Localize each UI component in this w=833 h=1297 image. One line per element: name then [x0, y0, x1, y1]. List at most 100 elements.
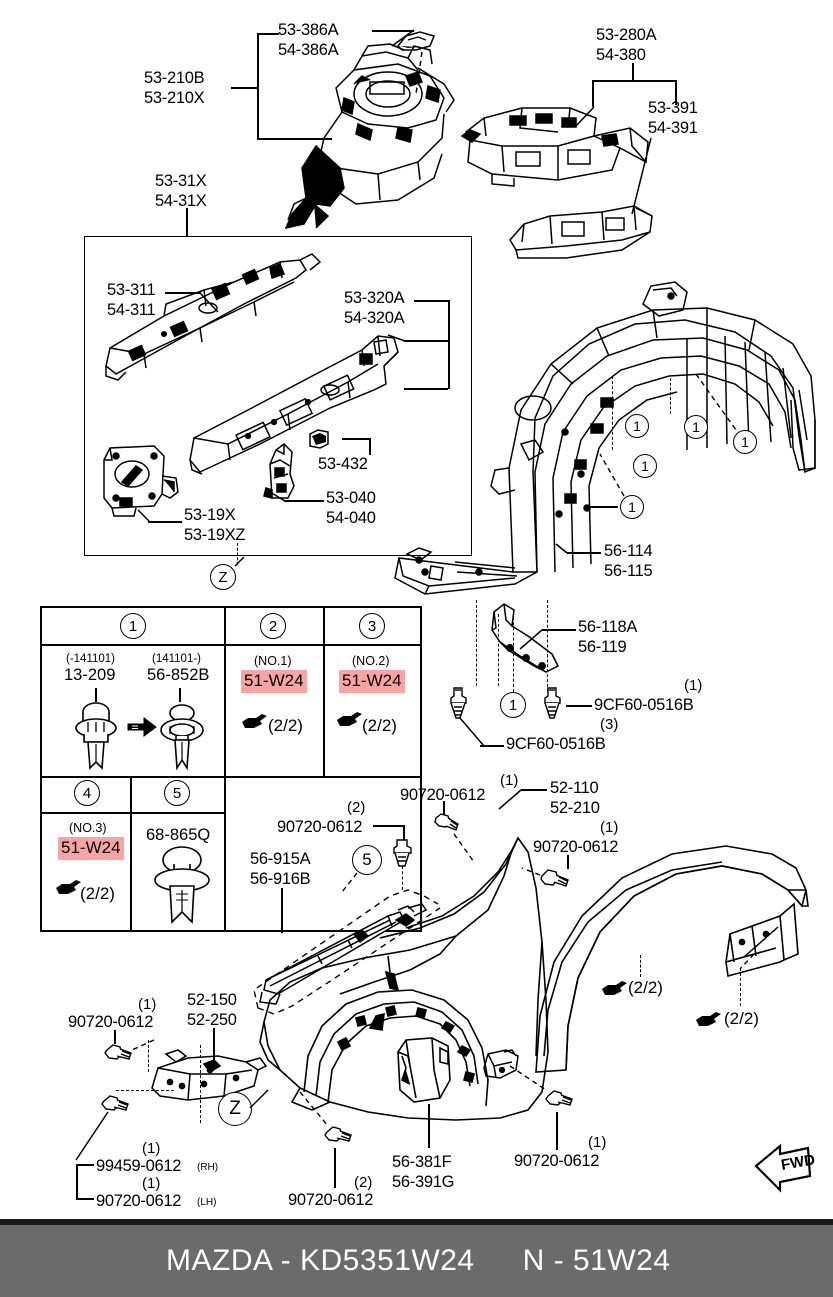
fender-liner-artwork [394, 281, 816, 595]
bracket-vertical [257, 33, 259, 140]
legend-qty-4: (2/2) [80, 884, 115, 903]
fastener-dashed-line [476, 600, 477, 686]
legend-part-5: 68-865Q [146, 826, 211, 844]
leader-line [567, 855, 569, 869]
table-rule [224, 608, 226, 776]
section-marker-z-2: Z [218, 1092, 252, 1126]
table-rule [224, 776, 226, 930]
callout-1: 1 [500, 692, 526, 718]
label-line-2: 56-119 [578, 638, 627, 656]
label-53-210B: 53-210B 53-210X [144, 68, 205, 108]
leader-line [165, 292, 201, 294]
label-line-1: 53-31X [155, 172, 207, 190]
section-marker-label: Z [218, 568, 228, 586]
callout-dashed-line [694, 372, 740, 434]
splash-bracket-artwork [491, 603, 560, 673]
legend-part-3: 51-W24 [339, 670, 405, 693]
fastener-dashed-line [498, 614, 499, 686]
bolt-icon [540, 869, 569, 887]
bracket-right [448, 300, 450, 389]
legend-date-new: (141101-) [152, 653, 202, 665]
label-53-391: 53-391 54-391 [648, 98, 698, 138]
footer-diagram-code: N - 51W24 [522, 1244, 671, 1277]
fastener-qty: (2) [354, 1174, 373, 1191]
fastener-note-lh: (LH) [197, 1197, 217, 1208]
bracket-part-53-432 [306, 428, 334, 450]
legend-part-4: 51-W24 [58, 837, 124, 860]
crossmember-lower-artwork [509, 205, 653, 259]
leader-line [742, 925, 782, 959]
section-dashed-line [200, 1045, 201, 1123]
label-line-1: 56-915A [250, 850, 311, 868]
label-line-2: 53-210X [144, 89, 205, 107]
label-line-2: 54-386A [278, 41, 339, 59]
label-line-1: 53-432 [318, 455, 368, 473]
leader-line [566, 705, 592, 707]
label-line-1: 53-311 [107, 281, 156, 299]
callout-1: 1 [733, 430, 757, 454]
hand-pointing-icon [602, 981, 627, 995]
leader-line [518, 629, 544, 651]
label-line-2: 56-916B [250, 870, 311, 888]
fastener-90720-0612-e: 90720-0612 [288, 1191, 374, 1209]
callout-leader [588, 506, 618, 508]
bolt-icon [450, 687, 467, 719]
replacement-arrow-icon [127, 717, 157, 737]
label-53-31X: 53-31X 54-31X [155, 171, 207, 211]
leader-line [373, 825, 405, 827]
shock-tower-artwork [284, 43, 455, 230]
fastener-90720-0612-a: 90720-0612 [277, 818, 363, 836]
label-line-1: 56-118A [578, 618, 638, 636]
legend-qty-3: (2/2) [362, 716, 397, 735]
footer-bar: MAZDA - KD5351W24 N - 51W24 [0, 1225, 833, 1297]
leader-line [480, 745, 504, 747]
leader-line [556, 1112, 558, 1150]
fastener-dashed-line [298, 1090, 332, 1130]
legend-part-2: 51-W24 [241, 670, 307, 693]
leader-line [632, 63, 634, 81]
bolt-icon [101, 1095, 129, 1111]
legend-no-label-3: (NO.2) [352, 654, 390, 668]
callout-1: 1 [633, 454, 657, 478]
fender-molding-artwork [259, 903, 428, 1005]
lower-bracket-artwork [483, 1049, 519, 1079]
label-line-1: 53-320A [344, 289, 405, 307]
leader-line [95, 688, 97, 702]
footer-part-number: MAZDA - KD5351W24 [166, 1244, 475, 1277]
leader-line [542, 629, 576, 631]
label-56-114: 56-114 56-115 [604, 541, 653, 581]
fastener-90720-0612-c: 90720-0612 [533, 838, 619, 856]
label-56-915A: 56-915A 56-916B [250, 849, 311, 889]
fastener-dashed-line [402, 866, 403, 890]
label-line-2: 54-320A [344, 309, 405, 327]
fastener-qty: (3) [600, 716, 619, 733]
bracket-bottom [257, 138, 332, 140]
fastener-dashed-line [148, 1040, 149, 1072]
leader-line [573, 105, 597, 129]
label-line-1: 53-040 [326, 489, 376, 507]
label-53-432: 53-432 [318, 455, 368, 474]
label-line-1: 53-19X [184, 506, 236, 524]
fwd-arrow-label: FWD [780, 1151, 817, 1174]
bolt-icon [324, 1126, 352, 1142]
wheel-arch-molding-artwork [535, 845, 809, 1073]
bolt-icon [545, 1090, 573, 1106]
leader-line [414, 51, 428, 96]
leader-line [443, 801, 445, 815]
leader-line [186, 208, 188, 236]
bracket-top [592, 80, 676, 82]
fastener-90720-0612-d: 90720-0612 [68, 1013, 154, 1031]
leader-line [72, 1110, 112, 1162]
bracket-top [414, 300, 450, 302]
label-56-118A: 56-118A 56-119 [578, 617, 637, 657]
leader-line [248, 1088, 270, 1110]
callout-dashed-line [670, 378, 671, 414]
push-clip-icon [160, 704, 204, 771]
bolt-icon [544, 687, 561, 719]
label-line-1: 52-150 [187, 991, 237, 1009]
table-rule [323, 608, 325, 776]
legend-index-5: 5 [164, 780, 190, 806]
label-53-386A: 53-386A 54-386A [278, 20, 339, 60]
label-line-2: 53-19XZ [184, 526, 246, 544]
leader-line [567, 552, 601, 554]
